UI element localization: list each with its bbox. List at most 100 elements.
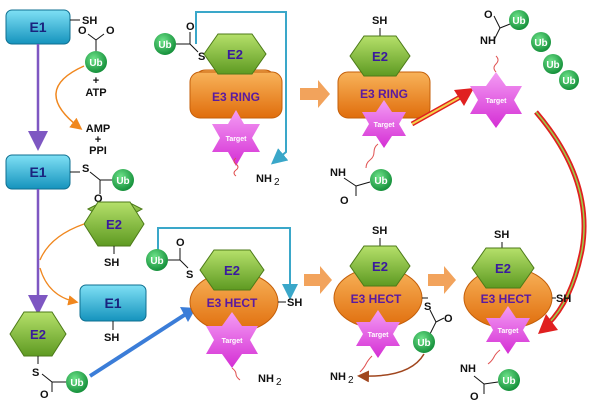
plus-label: + bbox=[93, 75, 99, 87]
sh-label: SH bbox=[556, 293, 571, 305]
amp-label: AMP bbox=[86, 123, 110, 135]
e2-hexagon bbox=[349, 245, 411, 287]
ub-label: Ub bbox=[150, 256, 163, 267]
hect-pathway: Ub O S E3 HECT SH E2 Target NH 2 SH E3 H… bbox=[146, 225, 571, 403]
s-label: S bbox=[82, 163, 89, 175]
s-label: S bbox=[186, 269, 193, 281]
sh-label: SH bbox=[287, 297, 302, 309]
target-label: Target bbox=[226, 136, 248, 143]
ub-label: Ub bbox=[70, 378, 83, 389]
o-label: O bbox=[340, 195, 349, 207]
e2-hexagon bbox=[203, 33, 267, 75]
e2-label: E2 bbox=[30, 327, 46, 342]
sh-label: SH bbox=[82, 15, 97, 27]
ring-pathway: Ub O S E3 RING E2 Target NH 2 SH E3 RING… bbox=[154, 9, 587, 334]
nh2-subscript: 2 bbox=[274, 177, 280, 188]
ppi-label: PPI bbox=[89, 145, 107, 157]
target-label: Target bbox=[374, 122, 396, 129]
ub-label: Ub bbox=[89, 58, 102, 69]
nh2-label: NH bbox=[258, 373, 274, 385]
e2-label: E2 bbox=[372, 259, 388, 274]
ub-label: Ub bbox=[417, 338, 430, 349]
e1-label-bottom: E1 bbox=[104, 295, 121, 311]
sh-label: SH bbox=[104, 332, 119, 344]
ub-circle bbox=[509, 10, 529, 30]
nh-label: NH bbox=[330, 167, 346, 179]
nh2-subscript: 2 bbox=[348, 375, 354, 386]
e2-hexagon bbox=[199, 249, 265, 291]
nh2-label: NH bbox=[330, 371, 346, 383]
ub-label: Ub bbox=[502, 376, 515, 387]
sh-label: SH bbox=[372, 15, 387, 27]
e2-hexagon bbox=[471, 247, 535, 289]
ub-circle bbox=[85, 51, 107, 73]
target-star bbox=[362, 100, 406, 148]
e3-ring-label: E3 RING bbox=[212, 90, 260, 104]
ub-label: Ub bbox=[512, 16, 525, 27]
arrow-orange-hect-1 bbox=[304, 266, 332, 294]
atp-label: ATP bbox=[85, 87, 106, 99]
o-label: O bbox=[470, 391, 479, 403]
sh-label: SH bbox=[372, 225, 387, 237]
e2-label: E2 bbox=[227, 47, 243, 62]
e3-hect-label: E3 HECT bbox=[207, 296, 258, 310]
plus-label: + bbox=[95, 134, 101, 146]
target-label: Target bbox=[368, 332, 390, 339]
o-label: O bbox=[484, 9, 493, 21]
target-star bbox=[356, 310, 400, 358]
e3-ring-label: E3 RING bbox=[360, 87, 408, 101]
arrow-blue-to-hect bbox=[88, 312, 188, 378]
nh2-subscript: 2 bbox=[276, 377, 282, 388]
ub-circle bbox=[370, 169, 392, 191]
o-label: O bbox=[444, 313, 453, 325]
ub-circle bbox=[413, 331, 435, 353]
e2-hexagon-full bbox=[83, 201, 145, 247]
sh-label: SH bbox=[494, 229, 509, 241]
s-label: S bbox=[198, 51, 205, 63]
o-label: O bbox=[94, 193, 103, 205]
ub-label: Ub bbox=[374, 176, 387, 187]
e1-label-middle: E1 bbox=[29, 164, 46, 180]
o-label: O bbox=[106, 25, 115, 37]
ub-circle bbox=[66, 371, 88, 393]
target-star bbox=[206, 312, 258, 368]
ub-label: Ub bbox=[546, 60, 559, 71]
arrow-brown bbox=[357, 353, 425, 383]
target-star bbox=[486, 306, 530, 354]
nh-label: NH bbox=[460, 363, 476, 375]
e1-activation: E1 SH O O Ub + ATP AMP + PPI E1 S O Ub bbox=[5, 9, 196, 401]
target-label: Target bbox=[498, 328, 520, 335]
ub-circle bbox=[498, 369, 520, 391]
s-label: S bbox=[424, 301, 431, 313]
arrow-orange-ring-1 bbox=[300, 80, 330, 108]
ub-label: Ub bbox=[562, 76, 575, 87]
ub-circle bbox=[146, 249, 168, 271]
o-label: O bbox=[186, 21, 195, 33]
ub-circle bbox=[543, 54, 563, 74]
e3-hect-label: E3 HECT bbox=[351, 292, 402, 306]
target-star bbox=[212, 110, 260, 166]
e2-hexagon bbox=[349, 35, 411, 77]
o-label: O bbox=[176, 237, 185, 249]
nh-label: NH bbox=[480, 35, 496, 47]
arrow-orange-hect-2 bbox=[428, 266, 456, 294]
e2-hexagon bbox=[9, 311, 67, 357]
e2-label: E2 bbox=[106, 217, 122, 232]
o-label: O bbox=[78, 25, 87, 37]
ub-label: Ub bbox=[116, 176, 129, 187]
e2-label: E2 bbox=[372, 49, 388, 64]
target-star bbox=[470, 72, 522, 128]
ub-label: Ub bbox=[158, 40, 171, 51]
e3-hect-label: E3 HECT bbox=[481, 292, 532, 306]
target-label: Target bbox=[486, 98, 508, 105]
o-label: O bbox=[40, 389, 49, 401]
s-label: S bbox=[32, 367, 39, 379]
ub-circle bbox=[559, 70, 579, 90]
e2-label: E2 bbox=[224, 263, 240, 278]
ub-circle bbox=[531, 32, 551, 52]
e1-label-top: E1 bbox=[29, 19, 46, 35]
e2-label: E2 bbox=[495, 261, 511, 276]
ub-label: Ub bbox=[534, 38, 547, 49]
ub-circle bbox=[112, 169, 134, 191]
